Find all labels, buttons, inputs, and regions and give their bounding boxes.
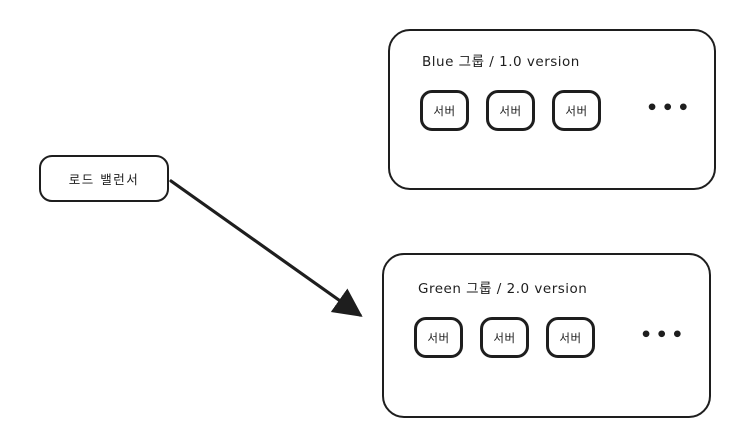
- server-box: 서버: [420, 90, 469, 131]
- more-servers-ellipsis: •••: [640, 324, 687, 346]
- server-box: 서버: [414, 317, 463, 358]
- blue-group: Blue 그룹 / 1.0 version 서버 서버 서버 •••: [388, 29, 716, 190]
- server-label: 서버: [499, 103, 522, 118]
- green-group-title: Green 그룹 / 2.0 version: [418, 281, 588, 297]
- green-server-row: 서버 서버 서버 •••: [414, 317, 687, 358]
- server-label: 서버: [493, 330, 516, 345]
- load-balancer-node: 로드 밸런서: [39, 155, 169, 202]
- server-label: 서버: [559, 330, 582, 345]
- load-balancer-label: 로드 밸런서: [68, 172, 140, 187]
- server-box: 서버: [480, 317, 529, 358]
- blue-group-title: Blue 그룹 / 1.0 version: [422, 54, 580, 70]
- blue-server-row: 서버 서버 서버 •••: [420, 90, 693, 131]
- green-group: Green 그룹 / 2.0 version 서버 서버 서버 •••: [382, 253, 711, 418]
- server-box: 서버: [486, 90, 535, 131]
- server-label: 서버: [565, 103, 588, 118]
- more-servers-ellipsis: •••: [646, 97, 693, 119]
- server-box: 서버: [552, 90, 601, 131]
- server-label: 서버: [433, 103, 456, 118]
- server-box: 서버: [546, 317, 595, 358]
- server-label: 서버: [427, 330, 450, 345]
